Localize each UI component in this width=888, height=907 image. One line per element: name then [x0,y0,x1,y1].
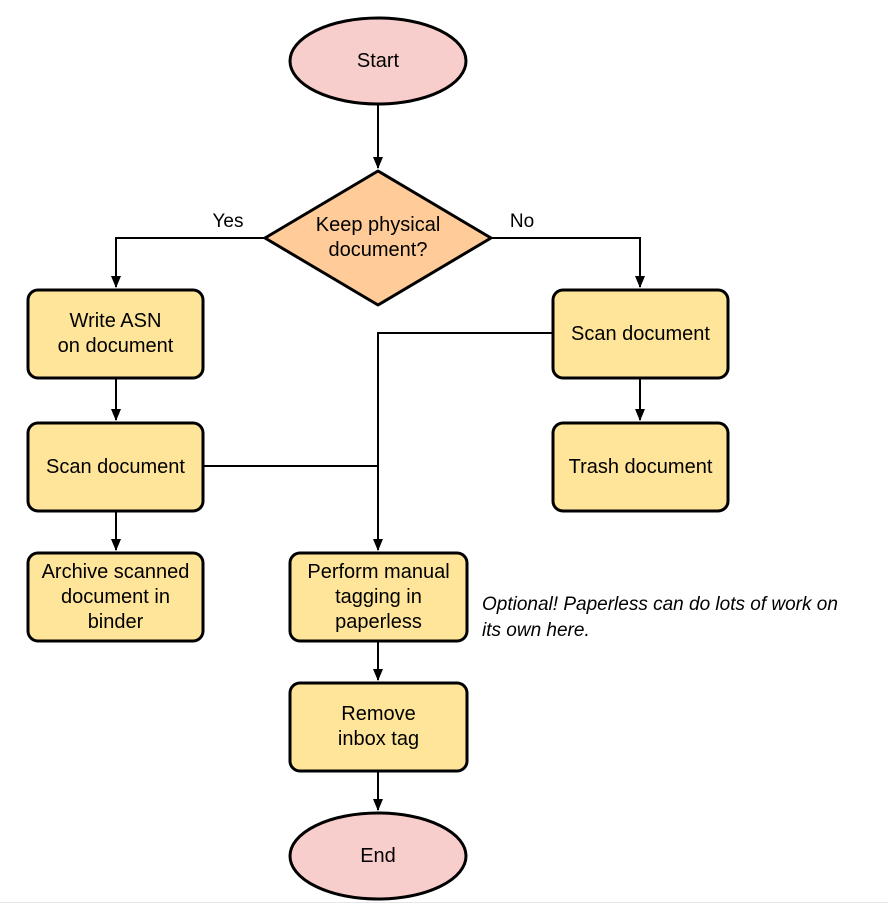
process-trash-shape [551,421,730,513]
edge-decision-yes-to-write-asn [111,237,266,288]
process-write-asn-shape [26,288,205,380]
end-terminal-shape [288,811,468,901]
edge-decision-no-to-scan-right [490,237,645,288]
process-scan-right-shape [551,288,730,380]
edge-scan-right-to-tagging [373,332,552,551]
process-tagging-shape [288,551,469,643]
process-remove-inbox-shape [288,681,469,773]
process-scan-left-shape [26,421,205,513]
start-terminal-shape [288,16,468,106]
page-bottom-divider [0,902,888,903]
process-archive-shape [26,551,205,643]
decision-diamond-shape [263,169,493,307]
